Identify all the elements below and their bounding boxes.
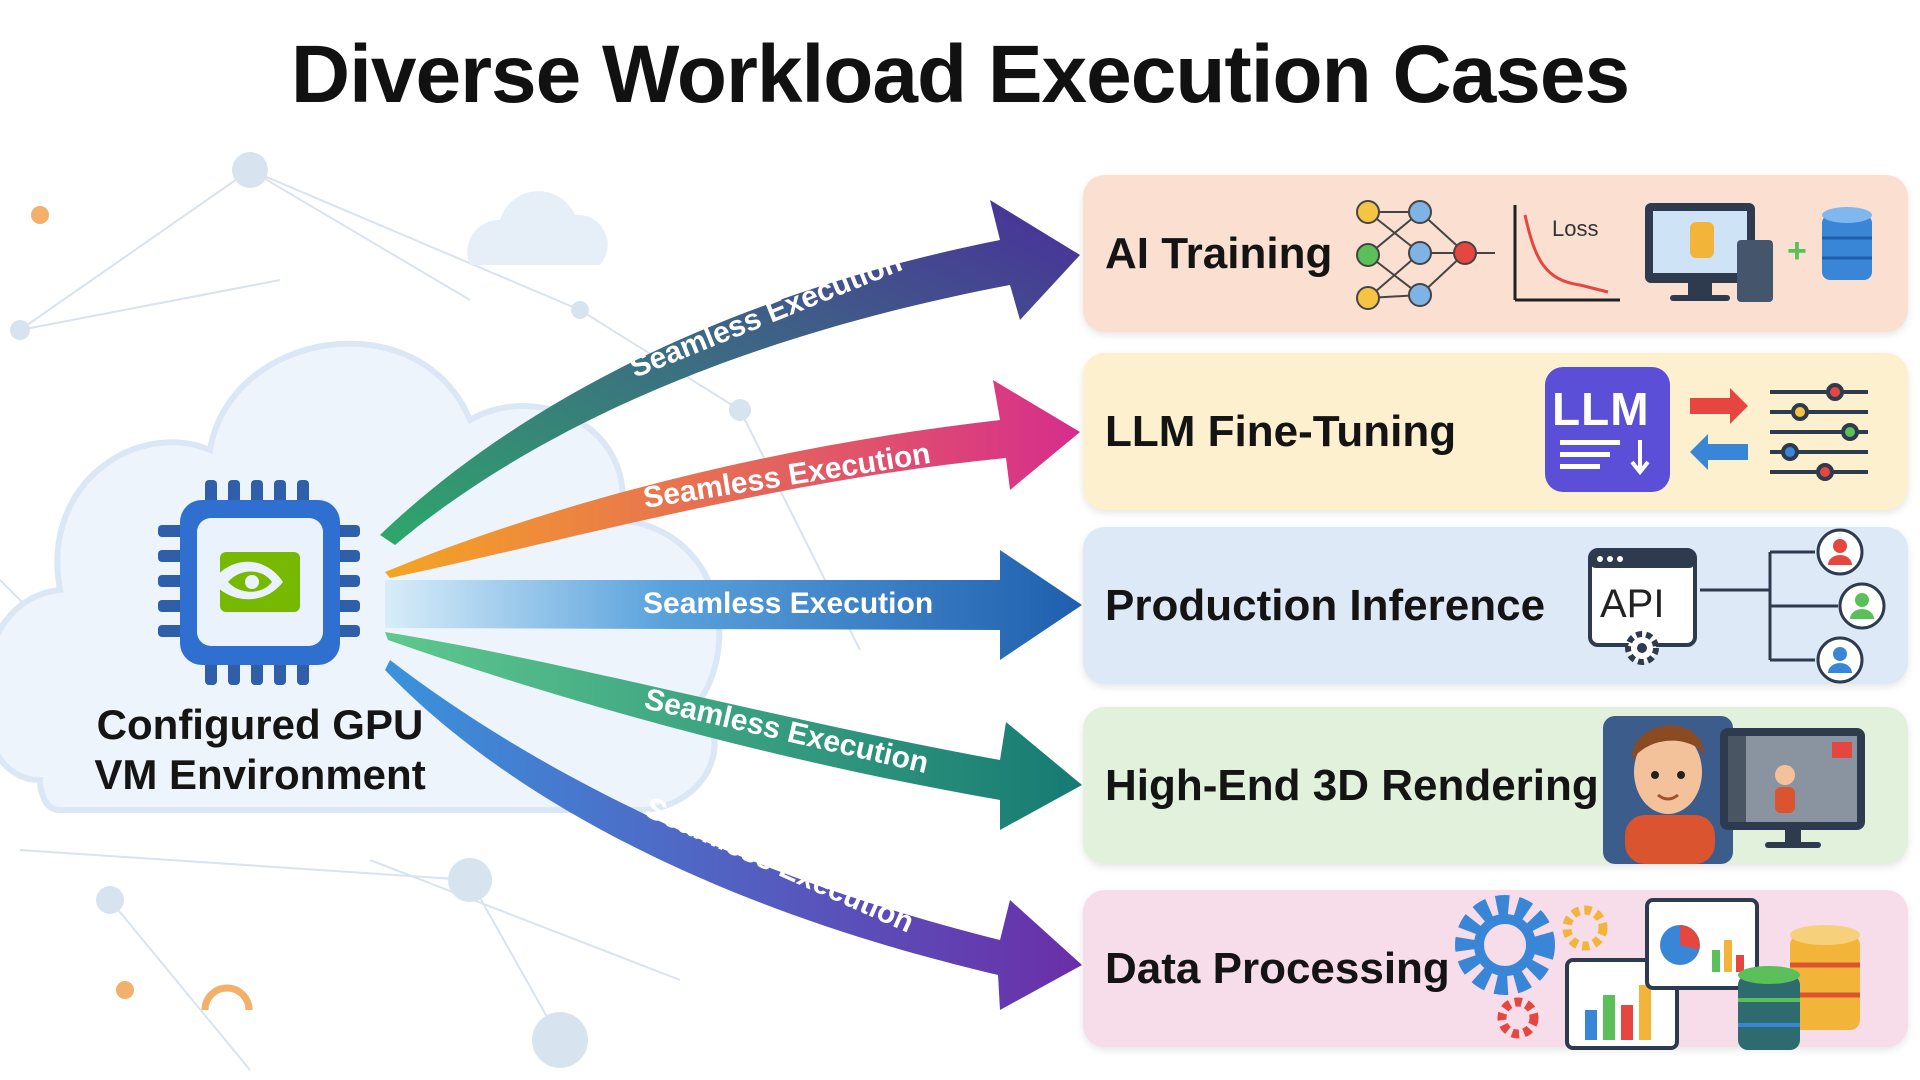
api-badge-text: API <box>1600 582 1665 626</box>
arrow-data-processing <box>385 660 1082 1010</box>
monitor-render-icon <box>1720 728 1865 848</box>
3d-character-icon <box>1603 716 1733 864</box>
panel-label-llm-fine-tuning: LLM Fine-Tuning <box>1105 406 1457 456</box>
arrow-llm-fine-tuning <box>385 380 1080 578</box>
gears-icon <box>1455 895 1608 1039</box>
svg-text:+: + <box>1787 232 1807 270</box>
loss-chart-icon <box>1513 205 1620 302</box>
panel-label-production-inference: Production Inference <box>1105 580 1546 630</box>
arrow-3d-rendering <box>385 632 1082 830</box>
arrow-production-inference <box>385 550 1082 660</box>
source-label: Configured GPU VM Environment <box>40 700 480 800</box>
panel-label-data-processing: Data Processing <box>1105 943 1450 993</box>
sliders-icon <box>1770 383 1868 481</box>
arrow-ai-training <box>380 200 1080 545</box>
page-title: Diverse Workload Execution Cases <box>290 29 1630 120</box>
panel-label-3d-rendering: High-End 3D Rendering <box>1105 760 1599 810</box>
database-stack-icon <box>1738 925 1860 1050</box>
arrow-label-3: Seamless Execution <box>643 587 933 620</box>
source-label-line1: Configured GPU <box>96 701 424 748</box>
llm-icon <box>1545 367 1670 492</box>
neural-network-icon <box>1356 200 1495 310</box>
exchange-arrows-icon <box>1690 388 1748 470</box>
database-icon <box>1822 207 1872 280</box>
loss-chart-label: Loss <box>1552 216 1599 241</box>
dashboard-icon <box>1565 898 1759 1050</box>
users-icon <box>1700 528 1886 684</box>
panel-label-ai-training: AI Training <box>1105 228 1333 278</box>
api-window-icon <box>1588 548 1697 665</box>
workstation-icon: + <box>1645 203 1807 302</box>
llm-badge-text: LLM <box>1552 383 1650 435</box>
source-label-line2: VM Environment <box>94 751 426 798</box>
